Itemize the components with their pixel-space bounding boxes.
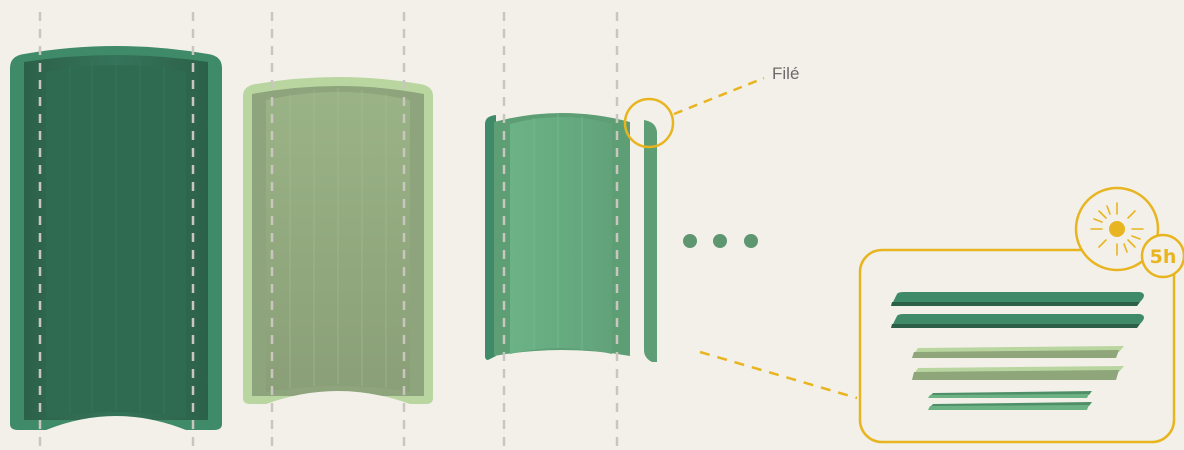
light-green-sheet <box>485 113 657 362</box>
dark-green-sheet <box>10 46 222 430</box>
dark-strip-shadow <box>891 302 1140 306</box>
dried-strips-box <box>860 250 1174 442</box>
dark-strip-shadow <box>891 324 1140 328</box>
dot <box>744 234 758 248</box>
file-callout-label: Filé <box>772 64 799 84</box>
result-leader <box>700 352 857 398</box>
drying-hours-label: 5h <box>1150 246 1177 268</box>
sun-icon <box>1091 203 1143 255</box>
dot <box>683 234 697 248</box>
light-sheet-right-edge <box>644 120 657 362</box>
result-box <box>860 250 1174 442</box>
continuation-dots <box>683 234 758 248</box>
dot <box>713 234 727 248</box>
light-sheet-inner <box>510 117 612 354</box>
callout-leader <box>674 78 764 114</box>
